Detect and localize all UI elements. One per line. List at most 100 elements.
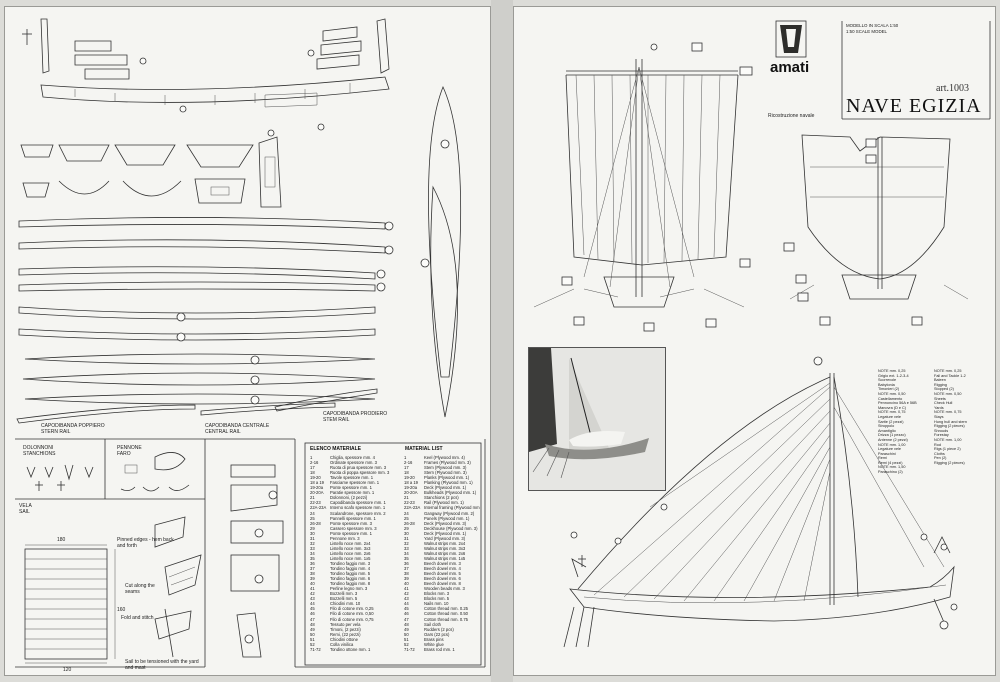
spec-line: NOTE mm. 0,25 bbox=[878, 369, 906, 373]
article-number: art.1003 bbox=[936, 83, 970, 94]
part-code-en: 51 bbox=[404, 636, 409, 642]
part-desc-it: Pannelli spessore mm. 1 bbox=[330, 515, 376, 521]
keel-part bbox=[40, 18, 50, 74]
part-desc-en: Planks (Plywood mm. 1) bbox=[424, 475, 470, 481]
part-desc-it: Tondino ottone mm. 1 bbox=[330, 646, 371, 652]
spec-line: Stroppolo bbox=[878, 424, 895, 429]
part-code-en: 31 bbox=[404, 535, 409, 541]
spec-line: Scorrevole bbox=[878, 378, 897, 383]
part-desc-it: Listello noce mm. 2x4 bbox=[330, 540, 371, 546]
part-desc-en: Deckhouse (Plywood mm. 3) bbox=[424, 525, 478, 531]
part-code-it: 19-20 bbox=[310, 475, 321, 481]
part-desc-en: Planking (Plywood mm. 1) bbox=[424, 480, 473, 486]
part-desc-en: Internal framing (Plywood mm. 1) bbox=[424, 505, 480, 511]
sail-note-1: Pinned edges - hem back and forth bbox=[117, 537, 174, 549]
amati-logo-icon bbox=[775, 20, 807, 58]
spec-line: Forestay bbox=[934, 433, 949, 438]
part-code-en: 47 bbox=[404, 616, 409, 622]
spec-line: NOTE mm. 1,00 bbox=[878, 442, 906, 447]
stern-post-part bbox=[376, 18, 390, 74]
part-desc-it: Filo di cotone mm. 0,50 bbox=[330, 611, 374, 617]
part-code-it: 25 bbox=[310, 515, 315, 521]
part-code-en: 25 bbox=[404, 515, 409, 521]
part-code-it: 49 bbox=[310, 626, 315, 632]
part-desc-en: Blocks mm. 3 bbox=[424, 591, 450, 597]
part-desc-en: Deck (Plywood mm. 1) bbox=[424, 530, 467, 536]
part-code-en: 18 bbox=[404, 470, 409, 476]
part-code-it: 47 bbox=[310, 616, 315, 622]
part-desc-en: Beech dowel mm. 4 bbox=[424, 566, 461, 572]
part-code-it: 24 bbox=[310, 510, 315, 516]
sail-panel bbox=[24, 516, 202, 664]
spec-line: NOTE mm. 0,25 bbox=[934, 369, 962, 373]
part-desc-it: Tavole spessore mm. 1 bbox=[330, 475, 374, 481]
spec-line: Remi (4 pezzi) bbox=[878, 460, 903, 465]
side-view-rig bbox=[577, 373, 945, 605]
front-view-sail bbox=[533, 59, 745, 308]
part-code-en: 26-28 bbox=[404, 520, 415, 526]
part-code-en: 35 bbox=[404, 555, 409, 561]
part-code-en: 30 bbox=[404, 530, 409, 536]
part-code-it: 46 bbox=[310, 611, 315, 617]
spec-line: Pennoncino 56A e 56B bbox=[878, 401, 917, 406]
part-code-en: 22-23 bbox=[404, 500, 415, 506]
part-desc-it: Chiglia, spessore mm. 4 bbox=[330, 455, 375, 460]
spec-line: NOTE mm. 1,50 bbox=[878, 465, 906, 470]
part-desc-en: Stern (Plywood mm. 3) bbox=[424, 470, 467, 476]
part-desc-it: Ruota di prua spessore mm. 3 bbox=[330, 465, 387, 471]
part-desc-it: Dolonnoni, (2 pezzi) bbox=[330, 495, 368, 501]
part-code-en: 37 bbox=[404, 566, 409, 572]
part-desc-it: Bozzelli mm. 3 bbox=[330, 591, 358, 597]
part-desc-en: Stem (Plywood mm. 3) bbox=[424, 465, 467, 471]
part-desc-it: Chiodini ottone bbox=[330, 636, 358, 642]
spec-line: Castellamento bbox=[878, 396, 903, 401]
part-desc-it: Bozzelli mm. 5 bbox=[330, 596, 358, 602]
part-desc-en: Rail (Plywood mm. 1) bbox=[424, 500, 464, 506]
part-code-it: 45 bbox=[310, 606, 315, 612]
part-desc-en: Brass pins bbox=[424, 636, 444, 642]
part-code-it: 36 bbox=[310, 560, 315, 566]
model-photo-image bbox=[529, 348, 665, 490]
keel-notches bbox=[74, 83, 351, 105]
part-desc-it: Capodibanda spessore mm. 1 bbox=[330, 500, 386, 506]
part-desc-en: Deck (Plywood mm. 1) bbox=[424, 485, 467, 491]
part-desc-en: Cotton thread mm. 0.25 bbox=[424, 606, 468, 612]
part-code-en: 41 bbox=[404, 586, 409, 592]
part-code-it: 51 bbox=[310, 636, 315, 642]
part-desc-it: Tondino faggio mm. 3 bbox=[330, 560, 371, 566]
bottom-plate bbox=[428, 85, 462, 378]
sail-footer-note: Sail to be tensioned with the yard and m… bbox=[125, 659, 199, 671]
part-code-en: 18 a 19 bbox=[404, 480, 418, 486]
part-desc-en: Beech dowel mm. 5 bbox=[424, 571, 461, 577]
plank-pieces bbox=[74, 26, 362, 80]
part-code-en: 46 bbox=[404, 611, 409, 617]
part-desc-en: Sail cloth bbox=[424, 621, 441, 627]
frames-row-1 bbox=[20, 136, 282, 208]
long-rails bbox=[16, 217, 386, 424]
part-code-it: 20-20A bbox=[310, 490, 324, 496]
part-desc-it: Tondino faggio mm. 5 bbox=[330, 571, 371, 577]
subheading: Ricostruzione navale bbox=[768, 113, 815, 119]
part-code-it: 71-72 bbox=[310, 646, 321, 652]
part-code-it: 2-16 bbox=[310, 460, 319, 466]
spec-line: Amantiglio bbox=[878, 428, 896, 433]
part-code-it: 29 bbox=[310, 525, 315, 531]
part-desc-en: Nails mm. 10 bbox=[424, 601, 449, 607]
part-code-en: 2-16 bbox=[404, 460, 413, 466]
plan-title: NAVE EGIZIA bbox=[846, 95, 982, 117]
part-desc-en: Gangway (Plywood mm. 2) bbox=[424, 510, 475, 516]
